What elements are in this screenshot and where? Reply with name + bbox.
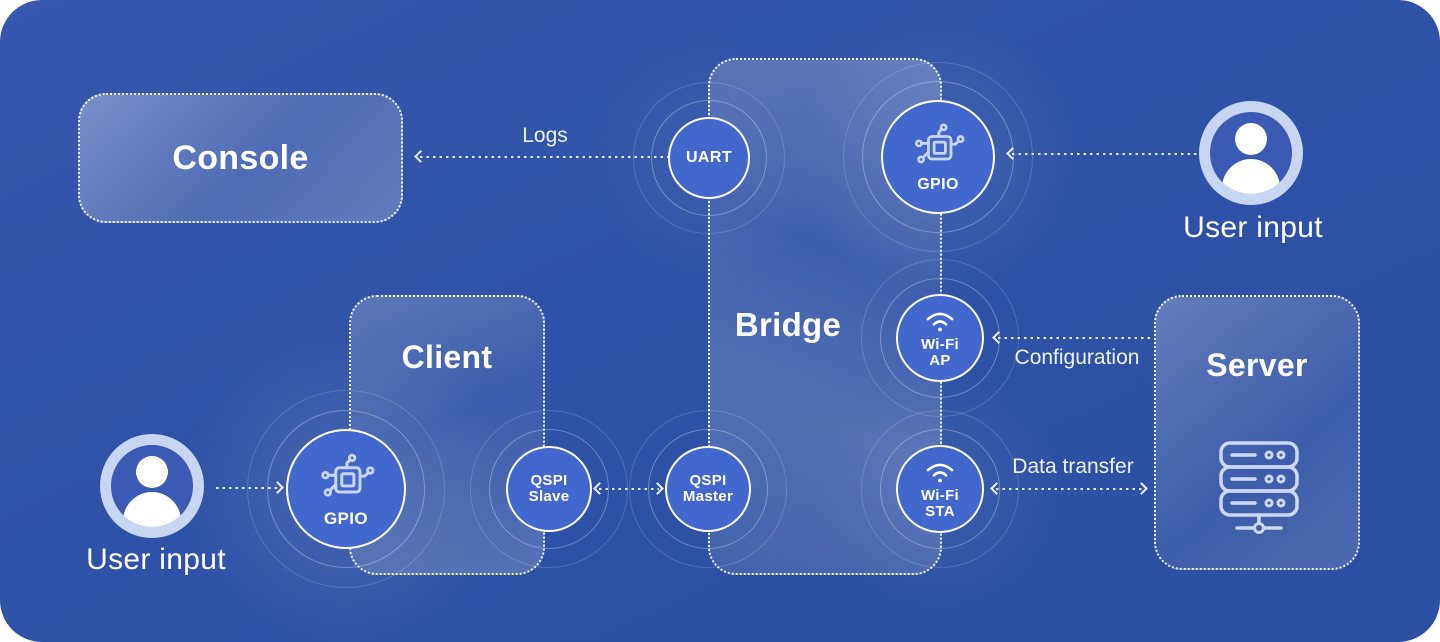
avatar-head (136, 456, 168, 488)
wifi-ap-label-line1: Wi-Fi (920, 335, 960, 353)
uart-ring-outer (633, 82, 785, 234)
server-title: Server (1206, 347, 1308, 383)
user-avatar-icon (1199, 101, 1303, 205)
avatar-torso (1222, 159, 1280, 194)
connector-qspi (599, 488, 659, 490)
chip-icon (910, 120, 966, 172)
console-box: Console (78, 93, 403, 223)
connector-configuration (998, 337, 1152, 339)
data-transfer-label: Data transfer (1012, 455, 1134, 478)
qspi-master-label-line2: Master (682, 488, 734, 505)
client-gpio-node: GPIO (286, 429, 406, 549)
qspi-master-label-line1: QSPI (689, 471, 727, 489)
qspi-master-node: QSPI Master (665, 446, 751, 532)
connector-logs (420, 156, 668, 158)
arrowhead-logs-icon (414, 150, 427, 163)
qspi-slave-label-line1: QSPI (530, 471, 568, 489)
connector-user-to-gpio (1012, 153, 1198, 155)
bridge-gpio-label: GPIO (917, 176, 959, 194)
connector-user-to-client-gpio (216, 487, 280, 489)
client-gpio-label: GPIO (323, 508, 369, 528)
user-input-label-top-right: User input (1183, 211, 1323, 244)
client-gpio-ring-outer (247, 390, 445, 588)
server-box: Server (1154, 295, 1360, 570)
console-title: Console (172, 138, 309, 177)
wifi-sta-label-line1: Wi-Fi (920, 486, 960, 504)
wifi-icon (921, 307, 959, 333)
uart-label: UART (685, 149, 733, 167)
uart-node: UART (668, 117, 750, 199)
logs-label: Logs (522, 124, 568, 147)
qspi-slave-label-line2: Slave (528, 488, 570, 505)
wifi-ap-label-line2: AP (929, 352, 951, 369)
server-icon (1215, 439, 1303, 535)
wifi-sta-label-line2: STA (925, 503, 955, 520)
bridge-title: Bridge (734, 306, 842, 343)
bridge-gpio-ring-outer (843, 62, 1033, 252)
user-input-label-bottom-left: User input (86, 543, 226, 576)
qspi-slave-node: QSPI Slave (506, 446, 592, 532)
client-title: Client (401, 339, 493, 375)
wifi-icon (921, 458, 959, 484)
wifi-sta-node: Wi-Fi STA (896, 445, 984, 533)
chip-icon (316, 450, 376, 506)
wifi-ap-node: Wi-Fi AP (896, 294, 984, 382)
avatar-torso (123, 492, 181, 527)
user-avatar-icon (100, 434, 204, 538)
arrowhead-data-transfer-right-icon (1135, 482, 1148, 495)
avatar-head (1235, 123, 1267, 155)
bridge-gpio-node: GPIO (881, 100, 995, 214)
connector-data-transfer (996, 488, 1144, 490)
configuration-label: Configuration (1014, 346, 1140, 369)
